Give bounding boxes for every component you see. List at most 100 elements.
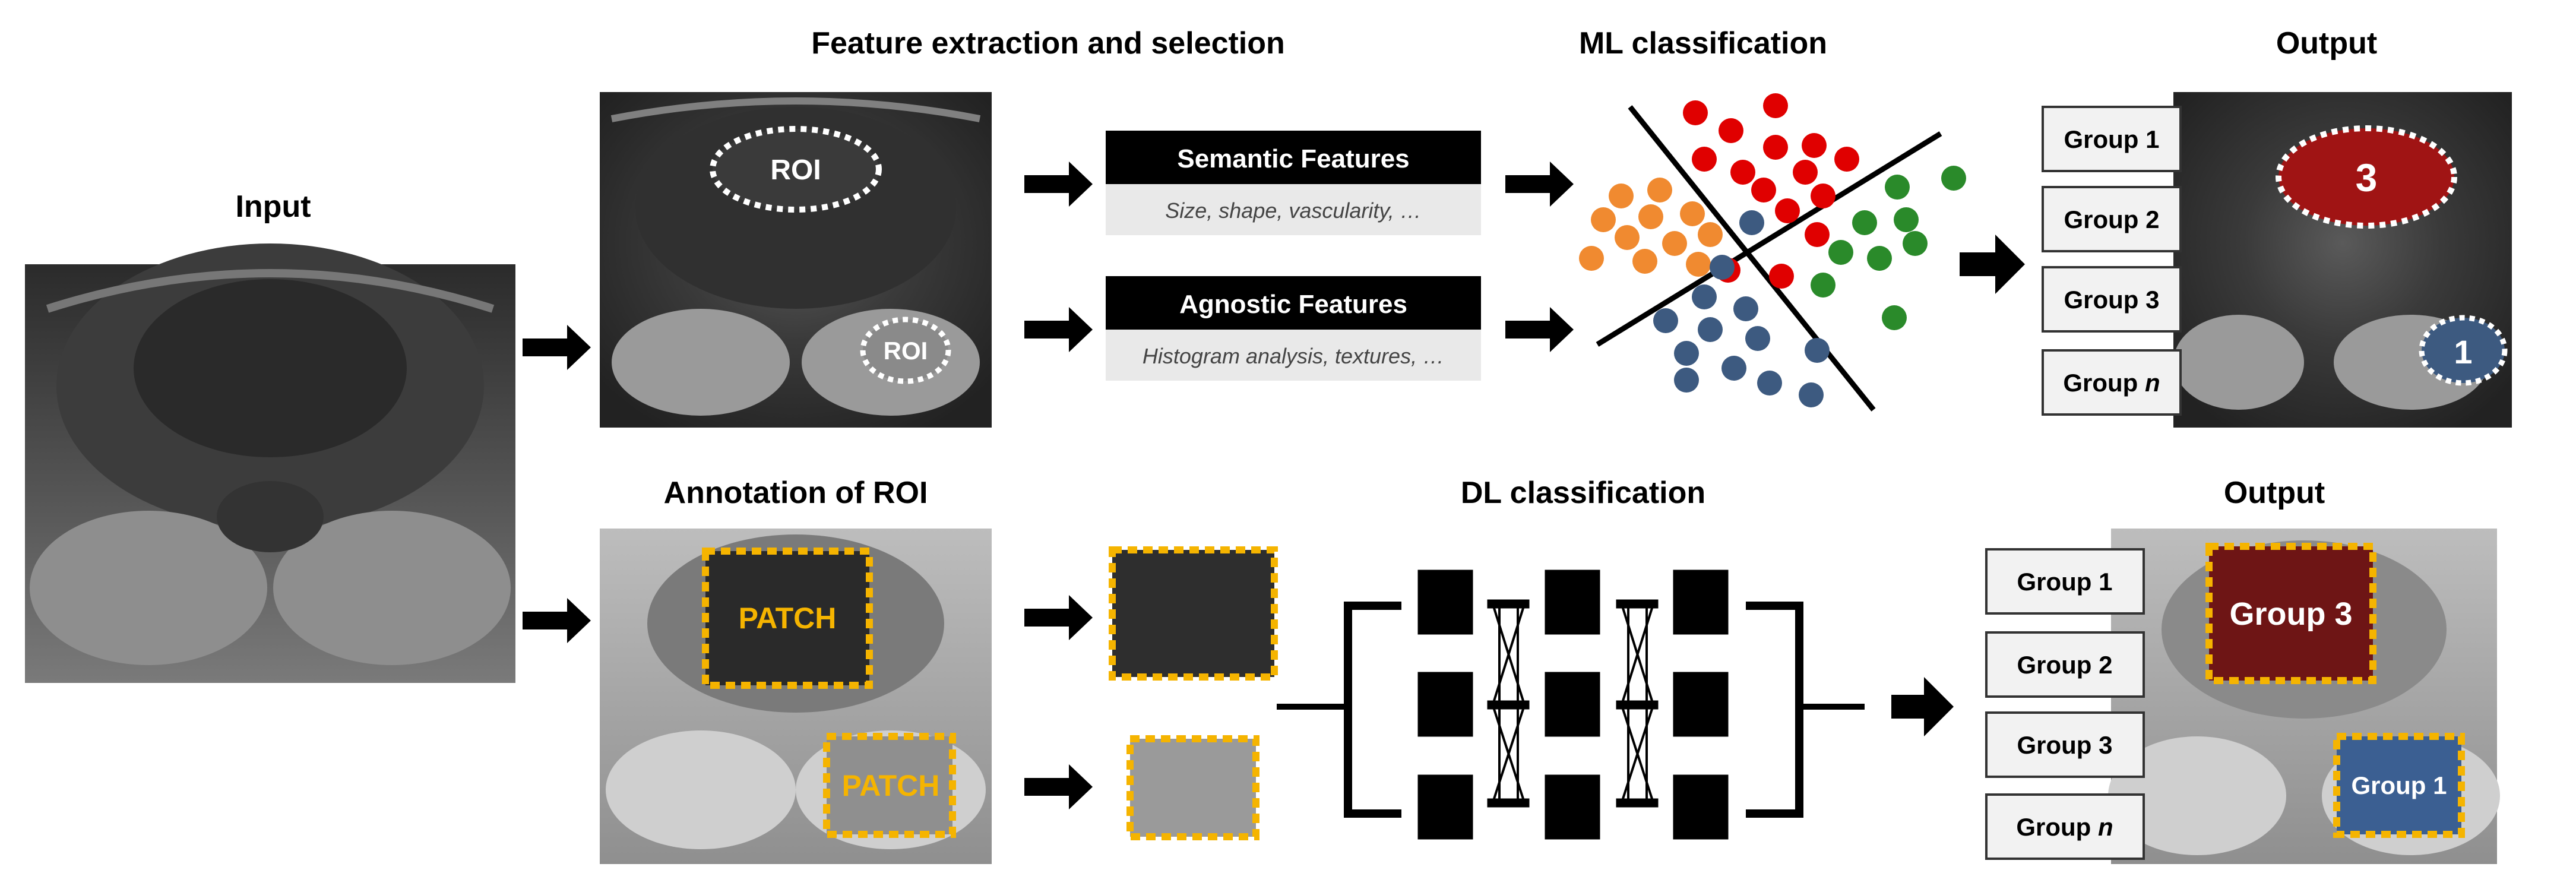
arrows xyxy=(523,162,2025,809)
roi-upper-outline xyxy=(710,126,882,213)
extracted-patch-upper xyxy=(1109,546,1278,681)
scatter-point-blue xyxy=(1799,382,1824,407)
scatter-point-blue xyxy=(1692,284,1717,309)
output-lower-region xyxy=(2419,315,2508,386)
scatter-point-red xyxy=(1805,222,1830,247)
overlay-upper-label: Group 3 xyxy=(2229,596,2352,632)
scatter-points xyxy=(1579,93,1966,407)
patch-lower-box xyxy=(823,733,956,838)
scatter-point-blue xyxy=(1674,368,1699,393)
scatter-point-orange xyxy=(1686,252,1711,277)
scatter-point-green xyxy=(1852,210,1877,235)
scatter-point-blue xyxy=(1698,317,1723,342)
scatter-point-red xyxy=(1692,147,1717,172)
ml-title: ML classification xyxy=(1579,26,1827,61)
roi-upper-label: ROI xyxy=(770,154,821,186)
overlay-upper-box xyxy=(2205,543,2376,684)
feature-title: Feature extraction and selection xyxy=(811,26,1285,61)
arrow-input-to-roi xyxy=(523,325,591,370)
scatter-point-orange xyxy=(1680,201,1705,226)
roi-lower-outline xyxy=(860,317,951,384)
scatter-point-green xyxy=(1828,240,1853,265)
scatter-point-red xyxy=(1730,160,1755,185)
scatter-point-red xyxy=(1683,100,1708,125)
overlay-lower-label: Group 1 xyxy=(2351,771,2447,799)
output-upper-region xyxy=(2276,125,2457,229)
scatter-point-green xyxy=(1885,175,1910,200)
scatter-point-green xyxy=(1882,305,1907,330)
scatter-point-blue xyxy=(1733,296,1758,321)
arrow-input-to-annotation xyxy=(523,598,591,643)
dl-group-3: Group 3 xyxy=(2017,731,2112,759)
roi-lower-label: ROI xyxy=(884,337,928,365)
arrow-annotation-to-patch-upper xyxy=(1024,595,1093,640)
scatter-point-blue xyxy=(1745,326,1770,351)
scatter-point-red xyxy=(1751,178,1776,203)
ml-scatter-plot xyxy=(1579,93,1966,412)
scatter-point-orange xyxy=(1698,222,1723,247)
scatter-point-orange xyxy=(1662,231,1687,256)
scatter-point-green xyxy=(1941,166,1966,191)
arrow-roi-to-semantic xyxy=(1024,162,1093,207)
ml-group-2: Group 2 xyxy=(2064,205,2159,233)
scatter-point-blue xyxy=(1757,371,1782,396)
arrow-agnostic-to-ml xyxy=(1505,307,1574,352)
scatter-point-green xyxy=(1894,207,1919,232)
agnostic-features-desc: Histogram analysis, textures, … xyxy=(1143,344,1444,368)
input-mri-image xyxy=(25,243,515,683)
scatter-point-red xyxy=(1811,184,1836,208)
scatter-point-green xyxy=(1811,273,1836,298)
scatter-point-orange xyxy=(1638,204,1663,229)
annotation-title: Annotation of ROI xyxy=(664,476,928,510)
patch-lower-label: PATCH xyxy=(842,769,940,802)
agnostic-features-title: Agnostic Features xyxy=(1179,290,1407,319)
agnostic-features-box: Agnostic Features Histogram analysis, te… xyxy=(1106,276,1481,381)
scatter-point-blue xyxy=(1710,255,1735,280)
ml-group-1: Group 1 xyxy=(2064,125,2159,153)
patch-upper-box xyxy=(702,548,873,689)
arrow-dl-to-output xyxy=(1891,677,1954,736)
scatter-point-orange xyxy=(1615,225,1640,250)
output-upper-number: 3 xyxy=(2356,156,2378,200)
extracted-patch-lower xyxy=(1126,735,1259,840)
scatter-point-blue xyxy=(1721,356,1746,381)
dl-group-list: Group 1 Group 2 Group 3 Group n xyxy=(1985,548,2145,860)
dl-group-n: Group n xyxy=(2016,813,2113,841)
semantic-features-desc: Size, shape, vascularity, … xyxy=(1165,198,1422,223)
scatter-point-orange xyxy=(1579,246,1604,271)
scatter-point-red xyxy=(1719,118,1743,143)
ml-group-list: Group 1 Group 2 Group 3 Group n xyxy=(2042,106,2182,416)
output-top-title: Output xyxy=(2276,26,2377,61)
scatter-point-orange xyxy=(1632,249,1657,274)
overlay-lower-box xyxy=(2333,733,2465,838)
scatter-point-blue xyxy=(1674,341,1699,366)
scatter-point-blue xyxy=(1805,338,1830,363)
semantic-features-box: Semantic Features Size, shape, vasculari… xyxy=(1106,131,1481,235)
dl-group-1: Group 1 xyxy=(2017,568,2112,596)
scatter-point-orange xyxy=(1609,184,1634,208)
scatter-point-red xyxy=(1793,160,1818,185)
dl-group-2: Group 2 xyxy=(2017,651,2112,679)
scatter-point-red xyxy=(1834,147,1859,172)
scatter-point-orange xyxy=(1591,207,1616,232)
semantic-features-title: Semantic Features xyxy=(1177,144,1409,173)
patch-upper-label: PATCH xyxy=(739,602,837,635)
scatter-divider-1 xyxy=(1628,105,1876,412)
scatter-point-blue xyxy=(1653,308,1678,333)
dl-title: DL classification xyxy=(1461,476,1705,510)
scatter-point-red xyxy=(1769,264,1794,289)
dl-network xyxy=(1277,570,1865,840)
scatter-point-red xyxy=(1802,133,1827,158)
scatter-point-red xyxy=(1775,198,1800,223)
arrow-annotation-to-patch-lower xyxy=(1024,764,1093,809)
ml-group-n: Group n xyxy=(2063,369,2160,397)
arrow-semantic-to-ml xyxy=(1505,162,1574,207)
scatter-point-blue xyxy=(1739,210,1764,235)
scatter-point-green xyxy=(1867,246,1892,271)
arrow-ml-to-output xyxy=(1960,235,2025,294)
output-bottom-title: Output xyxy=(2224,476,2325,510)
scatter-point-orange xyxy=(1647,178,1672,203)
arrow-roi-to-agnostic xyxy=(1024,307,1093,352)
scatter-point-red xyxy=(1763,135,1788,160)
